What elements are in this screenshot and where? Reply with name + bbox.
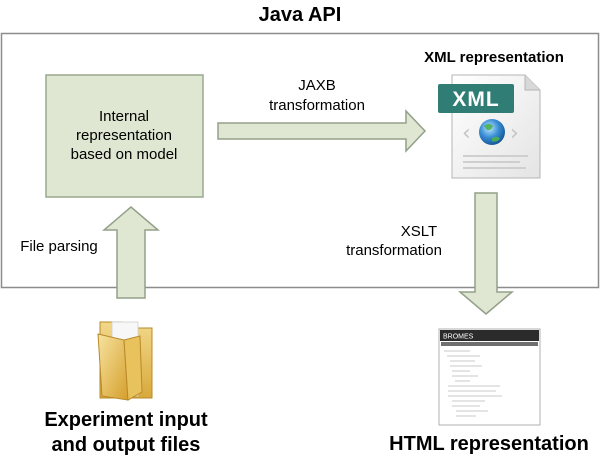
- xml-heading: XML representation: [424, 49, 564, 66]
- jaxb-arrow: [217, 109, 427, 153]
- webpage-header-bar: [440, 330, 539, 341]
- xslt-label-1: XSLT: [401, 223, 437, 240]
- globe-icon: [479, 119, 505, 145]
- internal-representation-box: [45, 74, 204, 198]
- java-api-frame: [0, 32, 600, 289]
- internal-box-label-2: representation: [76, 127, 172, 144]
- file-parsing-label: File parsing: [20, 238, 98, 255]
- webpage-thumbnail-icon: BROMES: [438, 328, 541, 426]
- internal-box-label-3: based on model: [71, 146, 178, 163]
- xslt-label-2: transformation: [346, 242, 442, 259]
- webpage-brand: BROMES: [443, 334, 474, 341]
- experiment-label-2: and output files: [52, 434, 201, 456]
- chevron-left-icon: ‹: [462, 121, 471, 146]
- xslt-arrow: [457, 192, 515, 315]
- xml-badge: [438, 84, 514, 113]
- html-heading: HTML representation: [389, 433, 589, 455]
- jaxb-label-2: transformation: [269, 97, 365, 114]
- diagram-title: Java API: [259, 4, 342, 26]
- experiment-label-1: Experiment input: [44, 409, 208, 431]
- xml-badge-text: XML: [452, 88, 499, 111]
- chevron-right-icon: ›: [510, 121, 519, 146]
- internal-box-label-1: Internal: [99, 108, 149, 125]
- jaxb-label-1: JAXB: [298, 77, 336, 94]
- folder-icon: [97, 321, 153, 401]
- file-parsing-arrow: [101, 206, 161, 299]
- xml-document-icon: XML ‹ ›: [438, 74, 541, 179]
